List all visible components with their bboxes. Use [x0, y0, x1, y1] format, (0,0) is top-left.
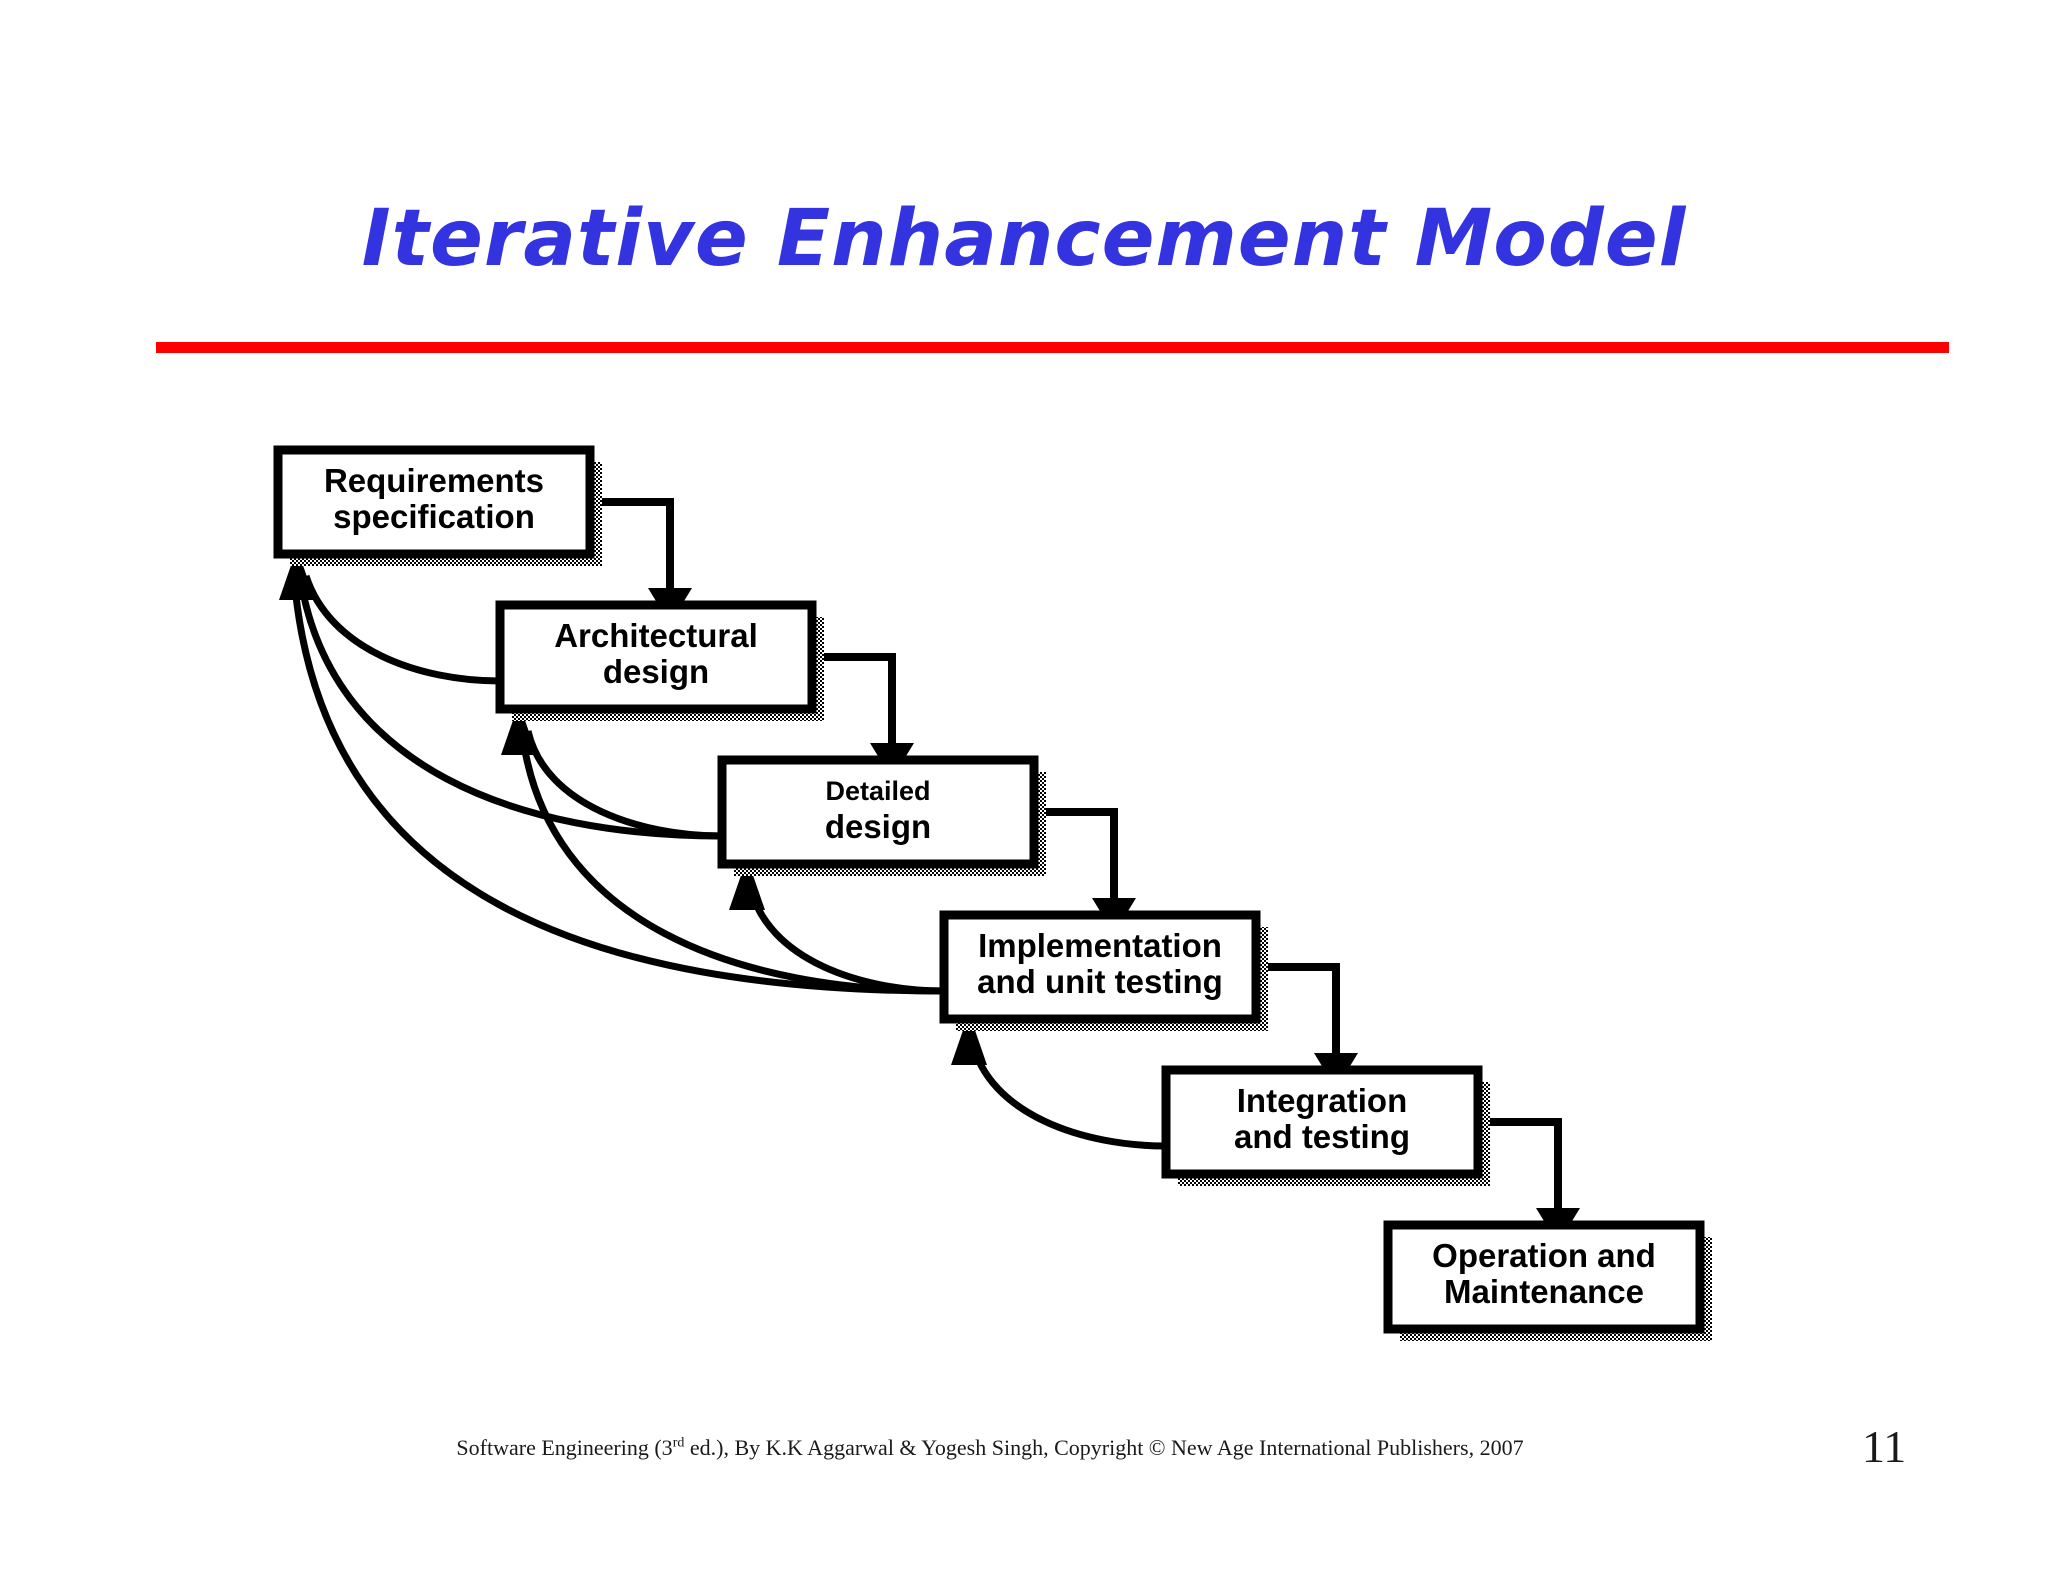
node-label-line2: and testing — [1234, 1118, 1410, 1155]
node-requirements-specification[interactable]: Requirements specification — [273, 445, 602, 566]
page-number: 11 — [1862, 1421, 1907, 1472]
edge-architectural-to-detailed — [812, 653, 896, 745]
page-title: Iterative Enhancement Model — [361, 194, 1687, 284]
node-label-line1: Implementation — [978, 927, 1222, 964]
node-box — [1161, 1065, 1483, 1179]
feedback-arc-architectural-to-requirements — [302, 574, 501, 685]
node-label-line2: design — [825, 808, 931, 845]
node-implementation-and-unit-testing[interactable]: Implementation and unit testing — [939, 910, 1268, 1031]
node-operation-and-maintenance[interactable]: Operation and Maintenance — [1383, 1220, 1712, 1341]
node-label-line2: specification — [333, 498, 535, 535]
edge-detailed-to-implementation — [1034, 808, 1118, 900]
node-box — [495, 600, 817, 714]
node-label-line1: Architectural — [554, 617, 758, 654]
feedback-arc-detailed-to-architectural — [524, 730, 723, 840]
iterative-enhancement-diagram: Requirements specification Architectural… — [0, 400, 2048, 1400]
node-box — [273, 445, 595, 559]
feedback-arc-group — [290, 574, 1167, 1150]
arrowhead-up-requirements — [279, 548, 315, 600]
arrowhead-up-architectural — [501, 703, 537, 755]
node-label-line1: Operation and — [1432, 1237, 1656, 1274]
node-label-line1: Detailed — [825, 776, 930, 806]
footer-credit-part2: ed.), By K.K Aggarwal & Yogesh Singh, Co… — [684, 1435, 1524, 1460]
arrowhead-up-implementation — [951, 1013, 987, 1065]
feedback-arc-implementation-to-detailed — [746, 885, 945, 995]
node-label-line1: Integration — [1237, 1082, 1408, 1119]
footer-credit-part1: Software Engineering (3 — [456, 1435, 673, 1460]
forward-edge-group — [590, 498, 1562, 1210]
feedback-arrowhead-group — [279, 548, 987, 1065]
feedback-arc-implementation-to-architectural — [518, 730, 945, 995]
edge-implementation-to-integration — [1256, 963, 1340, 1055]
node-box — [939, 910, 1261, 1024]
footer-credit-ordinal: rd — [672, 1435, 685, 1451]
title-divider-rule — [156, 342, 1949, 353]
node-label-line2: and unit testing — [977, 963, 1223, 1000]
edge-requirements-to-architectural — [590, 498, 674, 590]
node-label-line1: Requirements — [324, 462, 544, 499]
node-box — [717, 755, 1039, 869]
node-box — [1383, 1220, 1705, 1334]
feedback-arc-detailed-to-requirements — [296, 575, 723, 840]
feedback-arc-implementation-to-requirements — [290, 575, 945, 995]
node-label-line2: design — [603, 653, 709, 690]
node-integration-and-testing[interactable]: Integration and testing — [1161, 1065, 1490, 1186]
edge-integration-to-operation — [1478, 1118, 1562, 1210]
node-detailed-design[interactable]: Detailed design — [717, 755, 1046, 876]
node-architectural-design[interactable]: Architectural design — [495, 600, 824, 721]
diagram-svg: Requirements specification Architectural… — [273, 445, 1712, 1341]
footer-credit: Software Engineering (3rd ed.), By K.K A… — [0, 1435, 1980, 1461]
feedback-arc-integration-to-implementation — [968, 1040, 1167, 1150]
node-label-line2: Maintenance — [1444, 1273, 1644, 1310]
arrowhead-up-detailed — [729, 858, 765, 910]
